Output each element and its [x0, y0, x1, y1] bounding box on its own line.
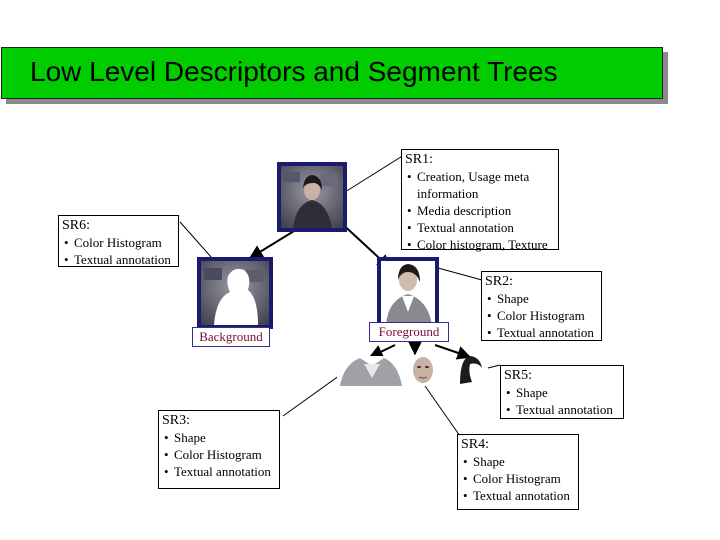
- sr5-item: Shape: [504, 384, 620, 401]
- hair-segment-image: [460, 356, 482, 384]
- sr1-item: Color histogram, Texture: [405, 236, 555, 253]
- sr4-connector: [424, 385, 461, 437]
- foreground-label: Foreground: [369, 322, 449, 342]
- sr4-item: Textual annotation: [461, 487, 575, 504]
- sr1-item: Media description: [405, 202, 555, 219]
- sr3-heading: SR3:: [162, 413, 191, 428]
- sr6-box: SR6: Color Histogram Textual annotation: [58, 215, 179, 268]
- sr6-heading: SR6:: [62, 218, 91, 233]
- sr3-item: Textual annotation: [162, 463, 276, 480]
- sr6-item: Color Histogram: [62, 234, 175, 251]
- page-title: Low Level Descriptors and Segment Trees: [30, 56, 558, 87]
- face-segment-image: [413, 357, 433, 383]
- sr4-item: Color Histogram: [461, 470, 575, 487]
- tree-arrow-body: [368, 344, 396, 358]
- sr1-box: SR1: Creation, Usage meta information Me…: [401, 149, 559, 253]
- sr2-heading: SR2:: [485, 274, 514, 289]
- sr1-item: Textual annotation: [405, 219, 555, 236]
- root-frame-image: [277, 162, 347, 232]
- sr6-connector: [179, 221, 213, 259]
- sr5-connector: [487, 364, 501, 369]
- sr5-heading: SR5:: [504, 368, 533, 383]
- sr3-item: Shape: [162, 429, 276, 446]
- sr2-connector: [437, 267, 483, 281]
- sr5-box: SR5: Shape Textual annotation: [500, 365, 624, 419]
- sr2-box: SR2: Shape Color Histogram Textual annot…: [481, 271, 602, 341]
- foreground-segment-image: [377, 257, 439, 329]
- title-banner: [1, 47, 663, 99]
- background-label: Background: [192, 327, 270, 347]
- tree-arrow-hair: [434, 344, 472, 360]
- sr1-item: information: [417, 186, 479, 201]
- sr4-box: SR4: Shape Color Histogram Textual annot…: [457, 434, 579, 510]
- sr6-item: Textual annotation: [62, 251, 175, 268]
- sr1-heading: SR1:: [405, 152, 434, 167]
- sr4-item: Shape: [461, 453, 575, 470]
- sr4-heading: SR4:: [461, 437, 490, 452]
- background-segment-image: [197, 257, 273, 329]
- sr1-connector: [344, 154, 405, 193]
- body-segment-image: [337, 356, 403, 386]
- sr1-item: Creation, Usage meta: [405, 168, 555, 185]
- sr3-item: Color Histogram: [162, 446, 276, 463]
- sr2-item: Color Histogram: [485, 307, 598, 324]
- sr5-item: Textual annotation: [504, 401, 620, 418]
- sr2-item: Shape: [485, 290, 598, 307]
- sr2-item: Textual annotation: [485, 324, 598, 341]
- sr3-box: SR3: Shape Color Histogram Textual annot…: [158, 410, 280, 489]
